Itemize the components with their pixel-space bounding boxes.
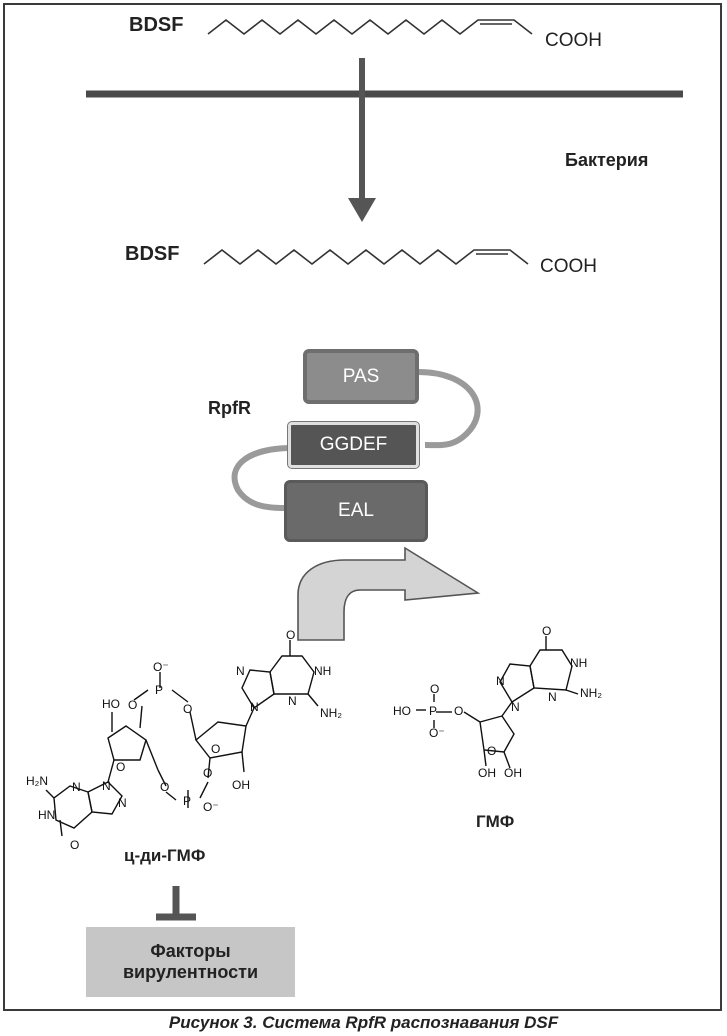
cdigmp-ring-o-left: O [116,760,126,774]
rpfr-label: RpfR [208,398,251,418]
cdigmp-hn: HN [38,808,56,822]
cdigmp-oh: OH [232,778,250,792]
top-bdsf-label: BDSF [129,14,184,36]
gmp-n9: N [511,700,520,714]
gmp-o-minus: O⁻ [429,726,445,740]
gmp-nh2: NH₂ [580,686,602,700]
top-cooh-label: COOH [545,30,602,51]
gmp-structure [416,636,579,769]
cdigmp-n3-left: N [72,780,81,794]
gmp-ring-o: O [487,744,497,758]
cdigmp-o-top-left: O [128,698,138,712]
gmp-o-ester: O [454,704,464,718]
gmp-oh-left: OH [478,766,496,780]
cdigmp-h2n: H₂N [26,774,48,788]
gmp-p: P [429,704,438,718]
gmp-n3: N [548,690,557,704]
cdigmp-o-carbonyl-left: O [70,838,80,852]
bottom-cooh-label: COOH [540,256,597,277]
gmp-name: ГМФ [476,812,515,831]
gmp-oh-right: OH [504,766,522,780]
bacteria-label: Бактерия [565,150,649,170]
cdigmp-name: ц-ди-ГМФ [124,846,206,865]
figure-frame [3,3,722,1011]
cdigmp-n3-right: N [288,694,297,708]
virulence-line-2: вирулентности [122,962,259,982]
cdigmp-p-bottom: P [183,794,192,808]
cdigmp-ho: HO [102,697,120,711]
pas-domain: PAS [303,349,419,404]
eal-domain: EAL [284,480,428,542]
cdigmp-o-top-right: O [183,702,193,716]
figure-caption: Рисунок 3. Система RpfR распознавания DS… [168,1013,559,1032]
cdigmp-p-top: P [155,683,164,697]
cdigmp-o-bottom-right: O [203,766,213,780]
cdigmp-n9-right: N [250,700,259,714]
gmp-nh: NH [570,656,588,670]
cdigmp-nh: NH [314,664,332,678]
cdigmp-o-minus-bottom: O⁻ [203,800,219,814]
gmp-n7: N [496,674,505,688]
cdigmp-o-mid: O [160,780,170,794]
gmp-ho: HO [393,704,411,718]
cdigmp-ring-o-right: O [211,742,221,756]
virulence-line-1: Факторы [150,941,231,961]
cdigmp-nh2: NH₂ [320,706,342,720]
cdigmp-structure [45,640,319,837]
transport-arrow-head [348,198,376,222]
cdigmp-n9-left: N [102,779,111,793]
cdigmp-n7-left: N [118,796,127,810]
gmp-o-top: O [430,682,440,696]
bottom-bdsf-chain [203,248,529,266]
cdigmp-o-minus-top: O⁻ [153,660,169,674]
ggdef-domain: GGDEF [287,421,420,469]
cdigmp-n7-right: N [236,664,245,678]
gmp-o-carbonyl: O [542,624,552,638]
linker-pas-ggdef [417,369,481,449]
conversion-arrow [297,546,481,641]
linker-ggdef-eal [231,445,293,511]
top-bdsf-chain [207,18,533,36]
cdigmp-o-carbonyl-right: O [286,628,296,642]
virulence-factors-box: Факторы вирулентности [86,927,295,997]
bottom-bdsf-label: BDSF [125,243,180,265]
